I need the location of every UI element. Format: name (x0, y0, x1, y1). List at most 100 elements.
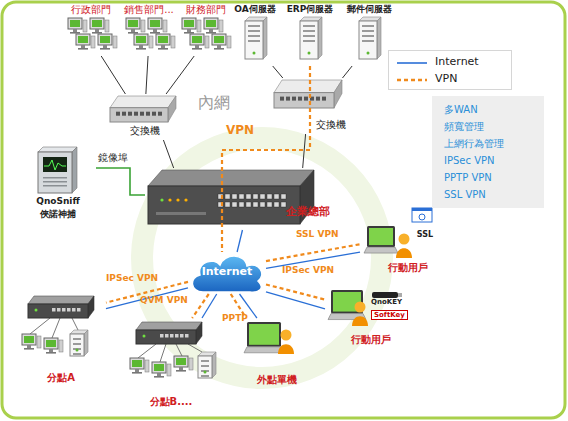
server-tower (248, 30, 260, 32)
pc-monitor (90, 18, 104, 29)
pc-monitor (132, 372, 142, 374)
gateway-router-box (148, 186, 300, 224)
pc-monitor (91, 36, 95, 48)
device-label: OA伺服器 (228, 4, 282, 14)
server-tower (245, 17, 267, 59)
user-figure (278, 344, 294, 354)
pc-monitor (44, 338, 63, 354)
lan-link (342, 66, 352, 78)
server-tower (359, 17, 381, 59)
pc-monitor (90, 18, 109, 34)
vpn-link (266, 284, 325, 299)
server: OA伺服器 (228, 4, 282, 66)
pc-monitor (176, 358, 186, 365)
gateway-router-box (260, 194, 265, 199)
sniffer-tower (43, 177, 67, 179)
lan-link (166, 56, 194, 94)
server: ERP伺服器 (282, 4, 338, 66)
pc-monitor (217, 45, 221, 48)
pc-monitor (167, 364, 171, 376)
pc-monitor (68, 18, 87, 34)
pc-monitor (189, 358, 193, 370)
lan-link (163, 140, 173, 168)
laptop (247, 322, 281, 347)
pc-monitor (46, 352, 56, 354)
pc-monitor (78, 36, 88, 43)
pc-monitor (157, 373, 161, 376)
link-label: IPSec VPN (282, 266, 334, 276)
pc-monitor (27, 345, 31, 348)
pc-monitor (103, 45, 107, 48)
pc-monitor (130, 358, 149, 374)
server-tower (362, 25, 374, 27)
switch-box (316, 97, 320, 101)
pc-group: 行政部門 (62, 4, 120, 56)
server-tower (73, 353, 81, 355)
gateway-router-box (274, 202, 279, 207)
device-label: QnoKEY (371, 298, 415, 306)
server-tower (70, 330, 88, 356)
branch-router-box (160, 334, 164, 338)
branch-router-box (175, 334, 179, 338)
gateway-router-box (253, 202, 258, 207)
vpn-link (222, 66, 310, 252)
pc-monitor (227, 36, 231, 48)
pc-monitor (214, 48, 224, 50)
pc-monitor (92, 32, 102, 34)
branch-router-box (28, 304, 88, 318)
pc-monitor (174, 356, 193, 372)
pc-monitor (158, 36, 168, 43)
server-tower (367, 52, 370, 55)
branch-router-box (170, 334, 174, 338)
branch-router-box (180, 334, 184, 338)
device-label: 郵件伺服器 (338, 4, 400, 14)
pc-cluster (126, 18, 175, 50)
area-label: 內網 (198, 94, 230, 112)
sniffer-tower (38, 147, 77, 193)
server-tower (362, 30, 374, 32)
server-tower (359, 21, 377, 59)
pc-monitor (212, 34, 226, 45)
pc-monitor (22, 334, 36, 345)
pc-monitor (136, 48, 146, 50)
server-tower (73, 343, 81, 345)
server-tower (377, 17, 381, 59)
server-tower (212, 352, 216, 378)
pc-monitor (136, 36, 146, 43)
lan-wire (160, 344, 166, 362)
pc-monitor (37, 336, 41, 348)
server-tower (248, 40, 260, 42)
pc-monitor (156, 34, 175, 50)
pc-monitor (149, 36, 153, 48)
server-tower (253, 52, 256, 55)
device-label: 多WAN (444, 104, 540, 116)
gateway-router-box (232, 202, 237, 207)
device-label: 分點B.... (124, 396, 218, 408)
pc-monitor (212, 34, 231, 50)
remote-laptop: 外點單機 (240, 318, 314, 388)
switch-box (274, 80, 342, 108)
pc-monitor (70, 20, 80, 27)
laptop (369, 228, 393, 245)
feature-list: 多WAN頻寬管理上網行為管理IPSec VPNPPTP VPNSSL VPN (432, 96, 544, 208)
pc-monitor (100, 36, 110, 43)
pc-monitor (182, 18, 201, 34)
laptop (328, 290, 366, 320)
device-label: PPTP VPN (444, 172, 540, 184)
gateway-router-box (253, 194, 258, 199)
gateway-router-box (246, 202, 251, 207)
gateway-router-box (168, 198, 171, 201)
server-tower (73, 338, 81, 340)
branch-router-box (185, 334, 189, 338)
server-tower (201, 375, 209, 377)
server-tower (248, 25, 260, 27)
device-label: 交換機 (308, 119, 354, 131)
laptop (367, 226, 395, 247)
pc-monitor (100, 48, 110, 50)
switch-box (116, 112, 120, 116)
pc-monitor (78, 48, 88, 50)
sniffer-tower (43, 181, 67, 183)
switch-box (292, 97, 296, 101)
switch-box (280, 97, 284, 101)
